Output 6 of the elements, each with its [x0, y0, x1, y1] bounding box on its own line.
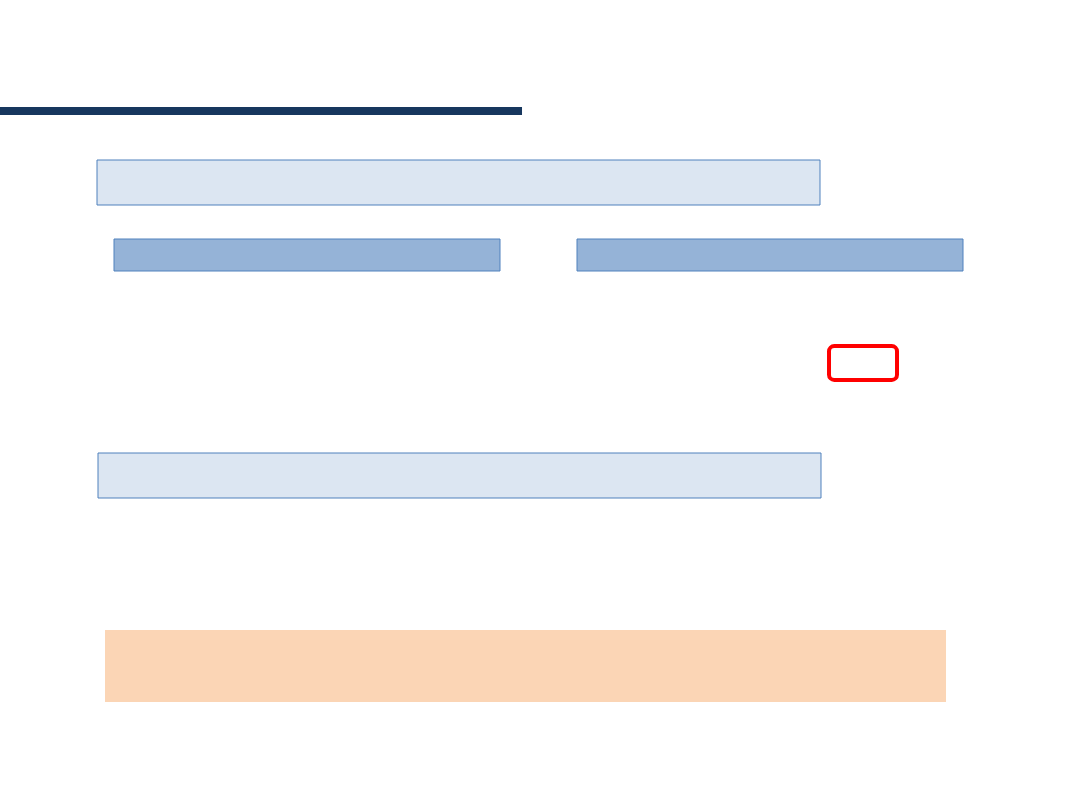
shaded-band [105, 630, 946, 702]
text-box [97, 452, 822, 499]
header-bar [113, 238, 501, 272]
rounded-box [827, 344, 899, 382]
text-box [96, 159, 821, 206]
header-bar [576, 238, 964, 272]
